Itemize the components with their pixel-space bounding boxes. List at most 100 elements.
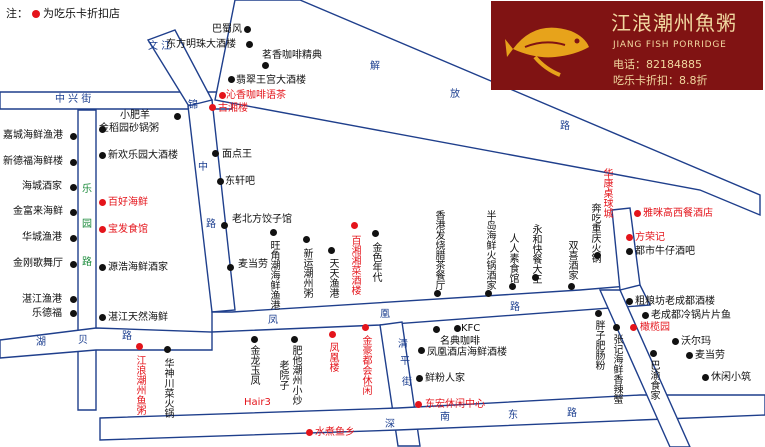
- poi-ledefu: 乐德福: [32, 308, 62, 319]
- poi-dot: [99, 314, 106, 321]
- poi-dot: [251, 336, 258, 343]
- poi-dot: [70, 133, 77, 140]
- poi-jindaoyuan: 金稻园砂锅粥: [99, 123, 159, 134]
- poi-dot: [70, 310, 77, 317]
- poi-jinse: 金色年代: [370, 242, 381, 282]
- poi-xianfen: 鲜粉人家: [425, 373, 465, 384]
- street-fenghuang-1: 凤: [268, 315, 278, 326]
- street-qingping-1: 清: [398, 339, 408, 350]
- street-shennan-3: 东: [508, 410, 518, 421]
- poi-xiuxian: 休闲小筑: [711, 372, 751, 383]
- poi-dot-discount: [306, 429, 313, 436]
- poi-bandao: 半岛海鲜火锅酒家: [484, 210, 495, 290]
- poi-baixiang: 百湘湘菜酒楼: [349, 235, 360, 295]
- poi-jinhaodu: 金豪都会休闲: [360, 335, 371, 395]
- poi-pangzi: 胖子肥肠粉: [593, 320, 604, 370]
- poi-dot: [217, 178, 224, 185]
- poi-dot: [70, 159, 77, 166]
- poi-dot: [650, 350, 657, 357]
- poi-dot: [70, 235, 77, 242]
- poi-dot: [244, 26, 251, 33]
- poi-dot: [99, 152, 106, 159]
- poi-yuanhao: 源浩海鲜酒家: [108, 262, 168, 273]
- poi-tiantian: 天天渔港: [327, 258, 338, 298]
- poi-dot: [70, 209, 77, 216]
- fish-logo-icon: [505, 27, 589, 77]
- street-zhong: 中: [198, 162, 208, 173]
- poi-dot: [626, 248, 633, 255]
- banner-english: JIANG FISH PORRIDGE: [613, 40, 727, 50]
- banner-discount: 吃乐卡折扣：8.8折: [613, 74, 708, 87]
- poi-dot-discount: [351, 222, 358, 229]
- banner-phone: 电话：82184885: [613, 58, 702, 71]
- poi-shuangxi: 双喜酒家: [566, 240, 577, 280]
- poi-renren: 人人素食馆: [507, 233, 518, 283]
- poi-dot: [434, 290, 441, 297]
- poi-dot: [227, 264, 234, 271]
- poi-huakang: 华康桌球城: [601, 168, 612, 218]
- poi-dongxuanba: 东轩吧: [225, 176, 255, 187]
- poi-dot: [246, 41, 253, 48]
- poi-ganlanyuan: 橄榄园: [640, 322, 670, 333]
- poi-dot: [509, 283, 516, 290]
- poi-wangjiao: 旺角潮海鲜渔港: [268, 240, 279, 310]
- poi-dot: [99, 126, 106, 133]
- poi-dot: [433, 326, 440, 333]
- poi-dot: [164, 346, 171, 353]
- poi-dot: [568, 283, 575, 290]
- poi-dot: [212, 150, 219, 157]
- street-shennan-1: 深: [385, 419, 395, 430]
- poi-dot: [70, 261, 77, 268]
- road-hubei: [0, 327, 213, 359]
- street-leyuan-1: 乐: [82, 184, 92, 195]
- poi-huacheng: 华城渔港: [22, 232, 62, 243]
- poi-fangrongji: 方荣记: [635, 232, 665, 243]
- street-fenghuang-3: 路: [510, 302, 520, 313]
- poi-fenghuangjiudian: 凤凰酒店海鲜酒楼: [427, 347, 507, 358]
- street-shennan-2: 南: [440, 412, 450, 423]
- poi-dot: [270, 229, 277, 236]
- poi-xinhuanleyuan: 新欢乐园大酒楼: [108, 150, 178, 161]
- poi-dot: [262, 62, 269, 69]
- road-zhongxing: [0, 91, 233, 110]
- poi-laochengdu: 老成都冷锅片片鱼: [651, 310, 731, 321]
- poi-xinyun: 新运潮州粥: [301, 248, 312, 298]
- poi-dot: [454, 325, 461, 332]
- poi-xindefu: 新德福海鲜楼: [3, 156, 63, 167]
- poi-yami: 雅咪高西餐酒店: [643, 208, 713, 219]
- poi-dot: [174, 113, 181, 120]
- poi-xiaofeiyang: 小肥羊: [120, 110, 150, 121]
- poi-baofa: 宝发食馆: [108, 224, 148, 235]
- poi-guxiang: 古湘楼: [218, 103, 248, 114]
- poi-jingang: 金刚歌舞厅: [13, 258, 63, 269]
- poi-mingdian: 名典咖啡: [440, 336, 480, 347]
- poi-dot: [686, 352, 693, 359]
- banner-name: 江浪潮州魚粥: [611, 11, 737, 35]
- poi-jinfulai: 金富来海鲜: [13, 206, 63, 217]
- poi-jiacheng: 嘉城海鲜渔港: [3, 130, 63, 141]
- poi-yonghe: 永和快餐大王: [530, 224, 541, 284]
- poi-dot-discount: [362, 324, 369, 331]
- poi-fenghuanglou: 凤凰楼: [327, 342, 338, 372]
- poi-dot: [70, 184, 77, 191]
- road-shennan: [99, 394, 765, 441]
- poi-bashufeng: 巴蜀风: [212, 24, 242, 35]
- street-zhongxing: 中 兴 街: [55, 94, 92, 105]
- poi-dot: [221, 222, 228, 229]
- street-hubei-3: 路: [122, 331, 132, 342]
- street-hubei-1: 湖: [36, 337, 46, 348]
- poi-dot: [70, 296, 77, 303]
- poi-dongfangmingzhu: 东方明珠大酒楼: [166, 39, 236, 50]
- poi-baihao: 百好海鲜: [108, 197, 148, 208]
- poi-dot-discount: [626, 234, 633, 241]
- poi-dot: [485, 290, 492, 297]
- poi-dot-discount: [99, 199, 106, 206]
- poi-xianggang: 香港发烧腊茶餐厅: [433, 210, 444, 290]
- legend-text: 为吃乐卡折扣店: [43, 7, 120, 20]
- poi-dot: [303, 236, 310, 243]
- poi-dot: [228, 76, 235, 83]
- street-fenghuang-2: 凰: [380, 309, 390, 320]
- poi-dot: [291, 336, 298, 343]
- poi-mcdonalds-west: 麦当劳: [238, 259, 268, 270]
